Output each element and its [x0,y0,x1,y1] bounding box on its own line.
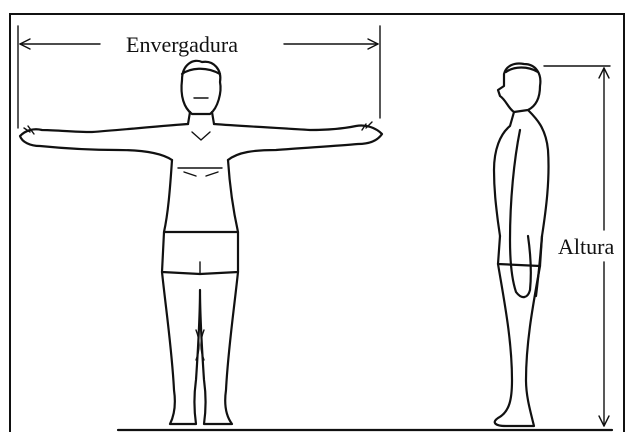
side-legs [495,264,540,426]
front-torso [164,160,238,232]
span-label: Envergadura [122,34,242,56]
front-legs [162,272,238,424]
front-figure [20,61,382,424]
height-label: Altura [558,234,614,260]
front-left-arm [20,124,188,160]
side-shorts [498,236,542,266]
side-arm [510,130,531,297]
frame-border [10,14,624,432]
side-figure [494,63,549,426]
front-right-arm [214,124,382,160]
